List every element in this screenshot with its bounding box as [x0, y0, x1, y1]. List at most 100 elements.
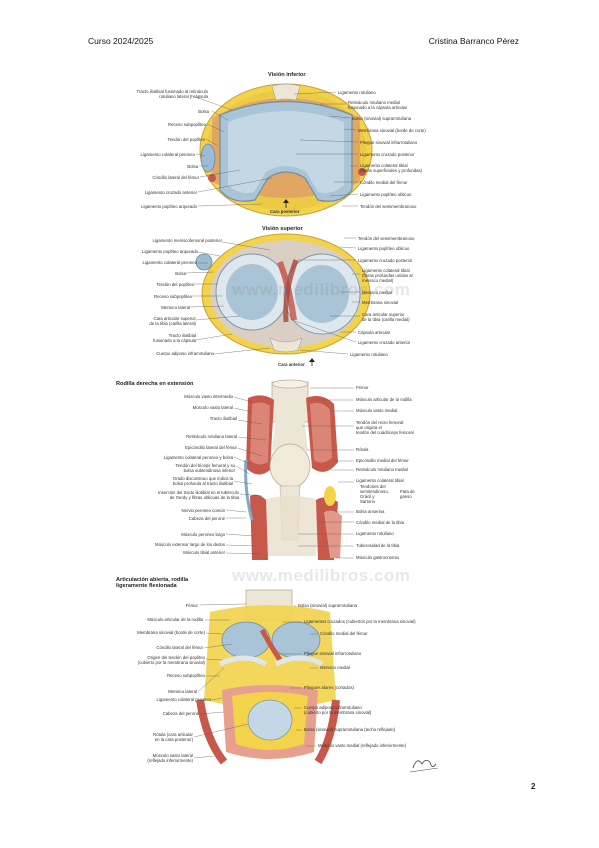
figure-title: Visión inferior — [268, 72, 306, 78]
fig1-label-left-4: Tendón del poplíteo — [167, 137, 205, 142]
watermark: www.medilibros.com — [232, 566, 411, 585]
fig1-label-right-8: Cóndilo medial del fémur — [360, 180, 408, 185]
fig3-label-left-1: Músculo vasto intermedio — [184, 394, 233, 399]
fig1-label-right-7: Ligamento colateral tibial (fibras super… — [360, 163, 423, 173]
fig2-label-left-10: Cuerpo adiposo infrarrotuliano — [156, 351, 214, 356]
fig3-label-left-2: Músculo vasto lateral — [192, 405, 233, 410]
fig2-label-right-10: Ligamento rotuliano — [350, 352, 388, 357]
fig3-label-right-2: Músculo articular de la rodilla — [356, 397, 412, 402]
knee-extension-illustration — [225, 379, 354, 560]
fig1-label-left-3: Receso subpoplíteo — [168, 122, 206, 127]
fig4-label-left-8: Ligamento colateral peroneo — [156, 697, 211, 702]
fig3-label-right-11: Bolsa anserina — [356, 509, 385, 514]
fig2-label-right-7: Cara articular superior de la tibia (car… — [362, 312, 410, 322]
figure-open-joint: Articulación abierta, rodilla ligerament… — [116, 577, 416, 765]
fig3-label-left-8: Orado discontinuo que indica la bolsa pr… — [172, 476, 233, 486]
fig1-label-left-1: Tracto iliotibial fusionado al retinácul… — [136, 89, 209, 99]
fig2-label-left-2: Ligamento poplíteo arqueado — [142, 249, 198, 254]
fig3-label-left-10: Nervio peroneo común — [181, 508, 225, 513]
fig1-label-left-6: Bolsa — [187, 164, 198, 169]
fig3-label-left-9: Inserción del tracto iliotibial en el tu… — [158, 490, 239, 500]
fig3-label-left-6: Ligamento colateral peroneo y bolsa — [163, 455, 233, 460]
fig4-label-left-9: Cabeza del peroné — [162, 711, 199, 716]
figure-right-knee-extension: Rodilla derecha en extensión — [116, 379, 415, 560]
figure-title: Rodilla derecha en extensión — [116, 381, 194, 387]
fig3-label-right-10: Pata de ganso — [400, 489, 415, 499]
fig2-label-right-6: Membrana sinovial — [362, 300, 399, 305]
fig3-label-right-6: Epicóndilo medial del fémur — [356, 458, 409, 463]
fig1-label-right-1: Ligamento rotuliano — [338, 90, 376, 95]
fig1-label-left-8: Ligamento cruzado anterior — [144, 190, 197, 195]
fig4-label-right-7: Cuerpo adiposo infrarrotuliano (cubierto… — [304, 705, 372, 715]
fig2-label-left-7: Menisco lateral — [161, 305, 190, 310]
fig3-label-left-3: Tracto iliotibial — [209, 416, 237, 421]
figure-inferior-view: Visión inferior — [0, 0, 599, 230]
fig3-label-right-15: Músculo gastrocnemio — [356, 555, 399, 560]
fig2-label-left-9: Tracto iliotibial fusionado a la cápsula — [153, 333, 196, 343]
fig2-label-left-3: Ligamento colateral peroneo — [142, 260, 197, 265]
fig1-label-left-2: Bolsa — [198, 109, 209, 114]
fig4-label-left-10: Rótula (cara articular en la cara poster… — [153, 732, 193, 742]
figure-title: Articulación abierta, rodilla ligerament… — [116, 577, 189, 590]
fig3-label-right-5: Rótula — [356, 447, 369, 452]
knee-inferior-illustration — [189, 83, 373, 217]
fig3-label-right-3: Músculo vasto medial — [356, 408, 398, 413]
fig2-bottom-caption: Cara anterior — [278, 362, 305, 367]
page-number: 2 — [531, 782, 536, 791]
fig3-label-right-8: Ligamento colateral tibial — [356, 478, 404, 483]
fig3-label-right-12: Cóndilo medial de la tibia — [356, 520, 405, 525]
watermark: www.medilibros.com — [232, 280, 411, 299]
fig1-label-left-9: Ligamento poplíteo arqueado — [141, 204, 197, 209]
fig3-label-left-13: Músculo extensor largo de los dedos — [155, 542, 225, 547]
fig3-label-left-7: Tendón del bíceps femoral y su bolsa sub… — [175, 463, 235, 473]
fig4-label-left-7: Menisco lateral — [168, 689, 197, 694]
knee-superior-illustration — [185, 233, 371, 366]
knee-open-joint-illustration — [193, 589, 340, 765]
fig1-label-left-5: Ligamento colateral peroneo — [140, 152, 195, 157]
fig4-label-right-8: Bolsa (sinovial) suprarrotuliana (techo … — [304, 727, 396, 732]
fig2-label-right-9: Ligamento cruzado anterior — [358, 340, 411, 345]
header-author: Cristina Barranco Pérez — [428, 36, 519, 46]
fig3-label-right-9: Tendones del semitendinoso, Grácil y Sar… — [360, 484, 389, 504]
fig4-label-right-6: Pliegues alares (cortados) — [304, 685, 354, 690]
fig2-label-left-1: Ligamento meniscofemoral posterior — [152, 238, 223, 243]
fig1-label-left-7: Cóndilo lateral del fémur — [152, 175, 199, 180]
fig2-label-left-5: Tendón del poplíteo — [156, 282, 194, 287]
fig4-label-right-9: Músculo vasto medial (reflejado inferior… — [318, 743, 407, 748]
fig4-label-right-3: Cóndilo medial del fémur — [320, 631, 368, 636]
fig1-label-right-3: Bolsa (sinovial) suprarrotuliana — [352, 116, 411, 121]
fig4-label-left-1: Fémur — [185, 603, 198, 608]
fig2-label-left-4: Bolsa — [175, 271, 186, 276]
fig4-label-left-6: Receso subpoplíteo — [167, 673, 205, 678]
fig4-label-left-2: Músculo articular de la rodilla — [147, 617, 203, 622]
fig3-label-right-13: Ligamento rotuliano — [356, 531, 394, 536]
header-course: Curso 2024/2025 — [88, 36, 154, 46]
fig2-label-right-3: Ligamento cruzado posterior — [358, 258, 413, 263]
fig3-label-left-11: Cabeza del peroné — [188, 516, 225, 521]
figure-title: Visión superior — [262, 226, 303, 232]
fig3-label-right-1: Fémur — [356, 385, 369, 390]
fig2-label-right-2: Ligamento poplíteo oblicuo — [358, 246, 410, 251]
fig4-label-right-2: Ligamentos cruzados (cubiertos por la me… — [304, 619, 416, 624]
fig1-label-right-2: Retináculo rotuliano medial fusionado a … — [348, 100, 408, 110]
fig3-label-right-7: Retináculo rotuliano medial — [356, 467, 408, 472]
fig1-label-right-6: Ligamento cruzado posterior — [360, 152, 415, 157]
fig4-label-left-3: Membrana sinovial (borde de corte) — [137, 630, 205, 635]
fig1-label-right-4: Membrana sinovial (borde de corte) — [358, 128, 426, 133]
fig4-label-right-1: Bolsa (sinovial) suprarrotuliana — [298, 603, 357, 608]
fig3-label-right-14: Tuberosidad de la tibia — [356, 543, 400, 548]
fig2-label-right-8: Cápsula articular — [358, 330, 391, 335]
fig4-label-left-4: Cóndilo lateral del fémur — [156, 645, 203, 650]
fig1-label-right-9: Ligamento poplíteo oblicuo — [360, 192, 412, 197]
fig1-label-right-10: Tendón del semimembranoso — [360, 204, 417, 209]
fig2-label-left-6: Receso subpoplíteo — [154, 294, 192, 299]
fig3-label-left-12: Músculo peroneo largo — [181, 532, 225, 537]
fig4-label-left-5: Origen del tendón del poplíteo (cubierto… — [137, 655, 205, 665]
fig2-label-right-1: Tendón del semimembranoso — [358, 236, 415, 241]
fig3-label-left-4: Retináculo rotuliano lateral — [186, 434, 237, 439]
fig3-label-left-14: Músculo tibial anterior — [183, 550, 225, 555]
fig3-label-right-4: Tendón del recto femoral que origina el … — [356, 420, 414, 435]
fig4-label-right-5: Menisco medial — [320, 665, 350, 670]
fig1-bottom-caption: Cara posterior — [270, 209, 300, 214]
fig1-label-right-5: Pliegue sinovial infrarrotuliano — [360, 140, 418, 145]
